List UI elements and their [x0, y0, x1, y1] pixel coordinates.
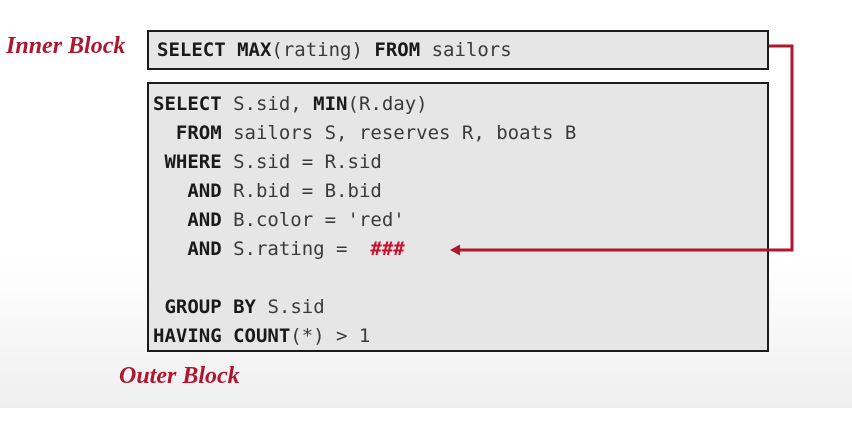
keyword-from: FROM — [374, 39, 421, 61]
keyword-from: FROM — [175, 122, 222, 144]
min-argument: (R.day) — [347, 93, 428, 115]
max-argument: (rating) — [271, 39, 363, 61]
outer-line-select: SELECT S.sid, MIN(R.day) — [153, 90, 428, 119]
outer-block-box: SELECT S.sid, MIN(R.day) FROM sailors S,… — [147, 82, 769, 352]
subquery-placeholder: ### — [370, 238, 405, 260]
keyword-and: AND — [187, 180, 222, 202]
outer-block-label: Outer Block — [119, 363, 240, 390]
group-by-column: S.sid — [267, 296, 325, 318]
keyword-group: GROUP — [164, 296, 222, 318]
keyword-and: AND — [187, 238, 222, 260]
outer-line-and-2: AND B.color = 'red' — [153, 206, 405, 235]
keyword-select: SELECT — [153, 93, 222, 115]
keyword-by: BY — [233, 296, 256, 318]
outer-line-and-3: AND S.rating = ### — [153, 235, 405, 264]
keyword-select: SELECT — [157, 39, 226, 61]
keyword-count: COUNT — [233, 325, 291, 347]
from-tables: sailors S, reserves R, boats B — [233, 122, 577, 144]
outer-line-and-1: AND R.bid = B.bid — [153, 177, 382, 206]
outer-line-from: FROM sailors S, reserves R, boats B — [153, 119, 576, 148]
keyword-max: MAX — [237, 39, 272, 61]
and-condition-2: B.color = 'red' — [233, 209, 405, 231]
outer-block-label-text: Outer Block — [119, 363, 240, 389]
keyword-and: AND — [187, 209, 222, 231]
having-condition: (*) > 1 — [290, 325, 371, 347]
keyword-where: WHERE — [164, 151, 222, 173]
outer-line-where: WHERE S.sid = R.sid — [153, 148, 382, 177]
and-condition-1: R.bid = B.bid — [233, 180, 382, 202]
where-condition: S.sid = R.sid — [233, 151, 382, 173]
inner-block-box: SELECT MAX(rating) FROM sailors — [147, 30, 769, 70]
inner-block-query: SELECT MAX(rating) FROM sailors — [157, 36, 512, 65]
outer-line-group-by: GROUP BY S.sid — [153, 293, 325, 322]
outer-line-having: HAVING COUNT(*) > 1 — [153, 322, 370, 351]
keyword-min: MIN — [313, 93, 348, 115]
keyword-having: HAVING — [153, 325, 222, 347]
select-columns: S.sid, — [233, 93, 314, 115]
inner-block-label-text: Inner Block — [6, 33, 126, 59]
inner-block-label: Inner Block — [6, 33, 125, 60]
and-condition-3: S.rating = — [233, 238, 359, 260]
table-name: sailors — [431, 39, 512, 61]
